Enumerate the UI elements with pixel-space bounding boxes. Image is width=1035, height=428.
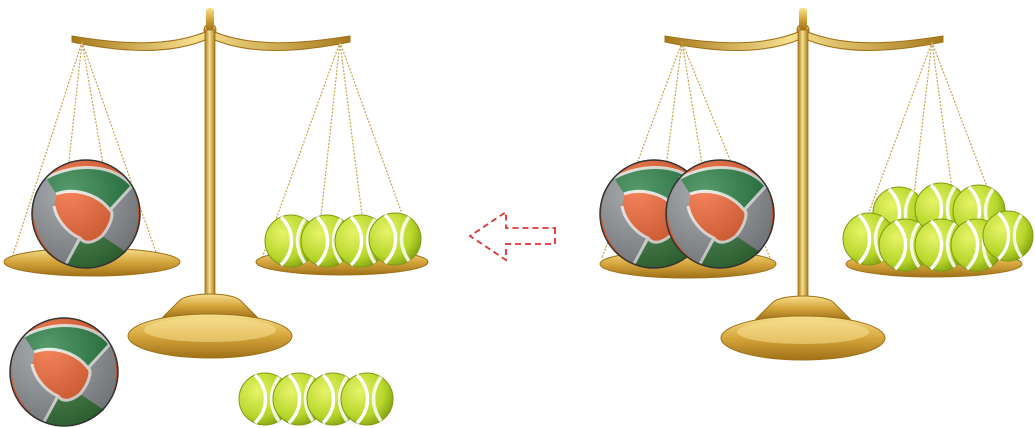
tennis-ball-icon (367, 211, 423, 267)
left-scale (3, 8, 429, 359)
volleyball-icon (664, 158, 776, 270)
right-scale (598, 8, 1035, 361)
left-scale-post (204, 29, 216, 301)
tennis-ball-icon (981, 209, 1035, 263)
tennis-ball-icon (339, 371, 395, 427)
volleyball-icon (8, 316, 120, 428)
right-scale-post (797, 29, 809, 303)
right-scale-beam (664, 29, 944, 51)
tennis-ball-group (841, 181, 1035, 273)
tennis-ball-group (263, 211, 423, 269)
volleyball-icon (30, 158, 142, 270)
left-scale-beam (71, 29, 351, 51)
dashed-arrow-left-icon (468, 210, 556, 262)
loose-tennis-ball-group (237, 371, 395, 427)
